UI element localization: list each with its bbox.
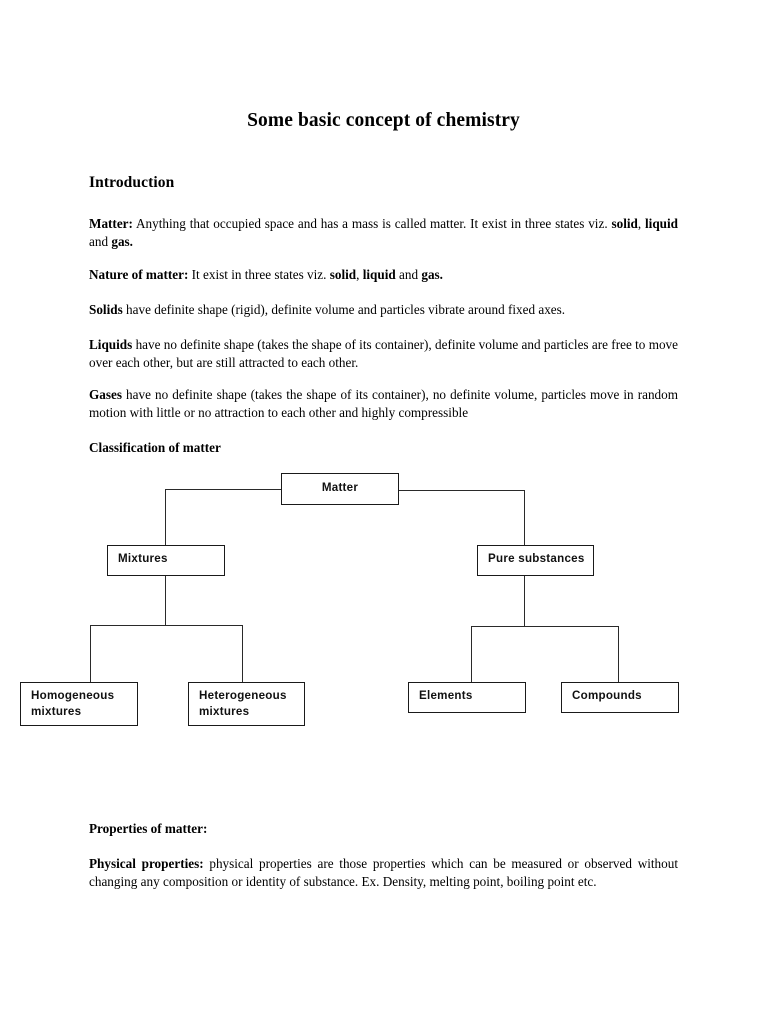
nature-solid: solid	[329, 267, 357, 282]
section-heading-introduction: Introduction	[89, 174, 175, 191]
matter-label: Matter:	[89, 216, 133, 231]
subheading-classification-of-matter: Classification of matter	[89, 440, 221, 455]
gases-label: Gases	[89, 387, 122, 402]
paragraph-physical-properties: Physical properties: physical properties…	[89, 855, 678, 890]
gases-text: have no definite shape (takes the shape …	[89, 387, 678, 420]
nature-label: Nature of matter:	[89, 267, 189, 282]
flowchart-node-homogeneous-mixtures[interactable]: Homogeneous mixtures	[20, 682, 138, 726]
paragraph-solids: Solids have definite shape (rigid), defi…	[89, 301, 678, 319]
edge-pure-to-elements	[471, 626, 473, 683]
edge-mixtures-drop	[165, 576, 167, 626]
nature-sep-1: ,	[356, 267, 363, 282]
flowchart-node-elements[interactable]: Elements	[408, 682, 526, 713]
physical-properties-label: Physical properties:	[89, 856, 204, 871]
matter-liquid: liquid	[645, 216, 678, 231]
edge-mixtures-branch-bar	[90, 625, 243, 627]
edge-matter-to-mixtures-horizontal	[165, 489, 282, 491]
flowchart-node-matter[interactable]: Matter	[281, 473, 399, 505]
nature-gas: gas.	[421, 267, 443, 282]
edge-mixtures-to-homogeneous	[90, 625, 92, 683]
paragraph-matter: Matter: Anything that occupied space and…	[89, 215, 678, 250]
nature-text: It exist in three states viz.	[188, 267, 330, 282]
flowchart-node-compounds[interactable]: Compounds	[561, 682, 679, 713]
liquids-label: Liquids	[89, 337, 133, 352]
flowchart-node-pure-substances[interactable]: Pure substances	[477, 545, 594, 576]
solids-label: Solids	[89, 302, 123, 317]
subheading-properties-of-matter: Properties of matter:	[89, 821, 208, 836]
matter-solid: solid	[611, 216, 638, 231]
matter-gas: gas.	[111, 233, 133, 249]
paragraph-liquids: Liquids have no definite shape (takes th…	[89, 336, 678, 371]
nature-sep-2: and	[395, 267, 422, 282]
matter-text: Anything that occupied space and has a m…	[132, 216, 612, 231]
paragraph-gases: Gases have no definite shape (takes the …	[89, 386, 678, 421]
paragraph-nature-of-matter: Nature of matter: It exist in three stat…	[89, 266, 678, 284]
edge-matter-to-pure-vertical	[524, 490, 526, 546]
page-title: Some basic concept of chemistry	[247, 110, 520, 131]
matter-sep-1: ,	[637, 216, 645, 231]
physical-properties-text: physical properties are those properties…	[89, 856, 678, 889]
edge-matter-to-pure-horizontal	[398, 490, 525, 492]
edge-pure-to-compounds	[618, 626, 620, 683]
edge-pure-drop	[524, 576, 526, 627]
nature-liquid: liquid	[362, 267, 396, 282]
edge-pure-branch-bar	[471, 626, 619, 628]
edge-matter-to-mixtures-vertical	[165, 489, 167, 546]
flowchart-node-mixtures[interactable]: Mixtures	[107, 545, 225, 576]
matter-sep-2: and	[89, 233, 112, 249]
solids-text: have definite shape (rigid), definite vo…	[122, 302, 566, 317]
flowchart-node-heterogeneous-mixtures[interactable]: Heterogeneous mixtures	[188, 682, 305, 726]
liquids-text: have no definite shape (takes the shape …	[89, 337, 678, 370]
edge-mixtures-to-heterogeneous	[242, 625, 244, 683]
